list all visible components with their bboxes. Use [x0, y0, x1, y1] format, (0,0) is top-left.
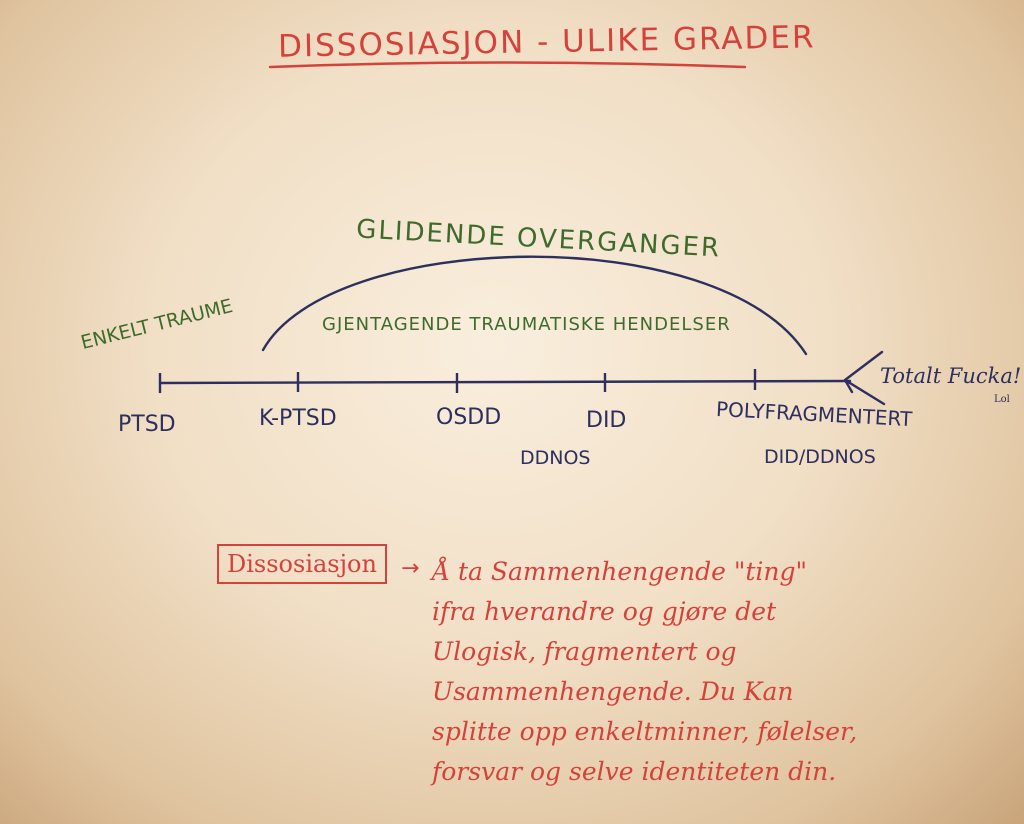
label-kptsd: K-PTSD [259, 406, 337, 431]
definition-line: ifra hverandre og gjøre det [432, 597, 777, 626]
label-did-ddnos: DID/DDNOS [764, 446, 876, 468]
definition-line: forsvar og selve identiteten din. [432, 757, 837, 786]
spectrum-line [158, 379, 852, 385]
definition-text: Å ta Sammenhengende "ting" ifra hverandr… [432, 552, 857, 792]
repeated-trauma-note: GJENTAGENDE TRAUMATISKE HENDELSER [322, 314, 731, 335]
right-end-note: Totalt Fucka! [880, 364, 1022, 388]
label-osdd: OSDD [436, 405, 502, 430]
definition-line: splitte opp enkeltminner, følelser, [432, 717, 858, 746]
spectrum-end-fork [843, 350, 886, 406]
definition-line: Ulogisk, fragmentert og [432, 637, 737, 666]
overlap-arc [261, 255, 808, 356]
label-ddnos: DDNOS [520, 447, 591, 469]
arrow-right-icon: → [401, 556, 420, 581]
definition-line: Å ta Sammenhengende "ting" [432, 557, 808, 586]
definition-line: Usammenhengende. Du Kan [432, 677, 794, 706]
label-ptsd: PTSD [118, 412, 176, 437]
right-end-small-note: Lol [994, 394, 1010, 405]
label-did: DID [586, 408, 627, 433]
dissociation-term-box: Dissosiasjon [217, 544, 387, 584]
title-underline [268, 61, 747, 69]
